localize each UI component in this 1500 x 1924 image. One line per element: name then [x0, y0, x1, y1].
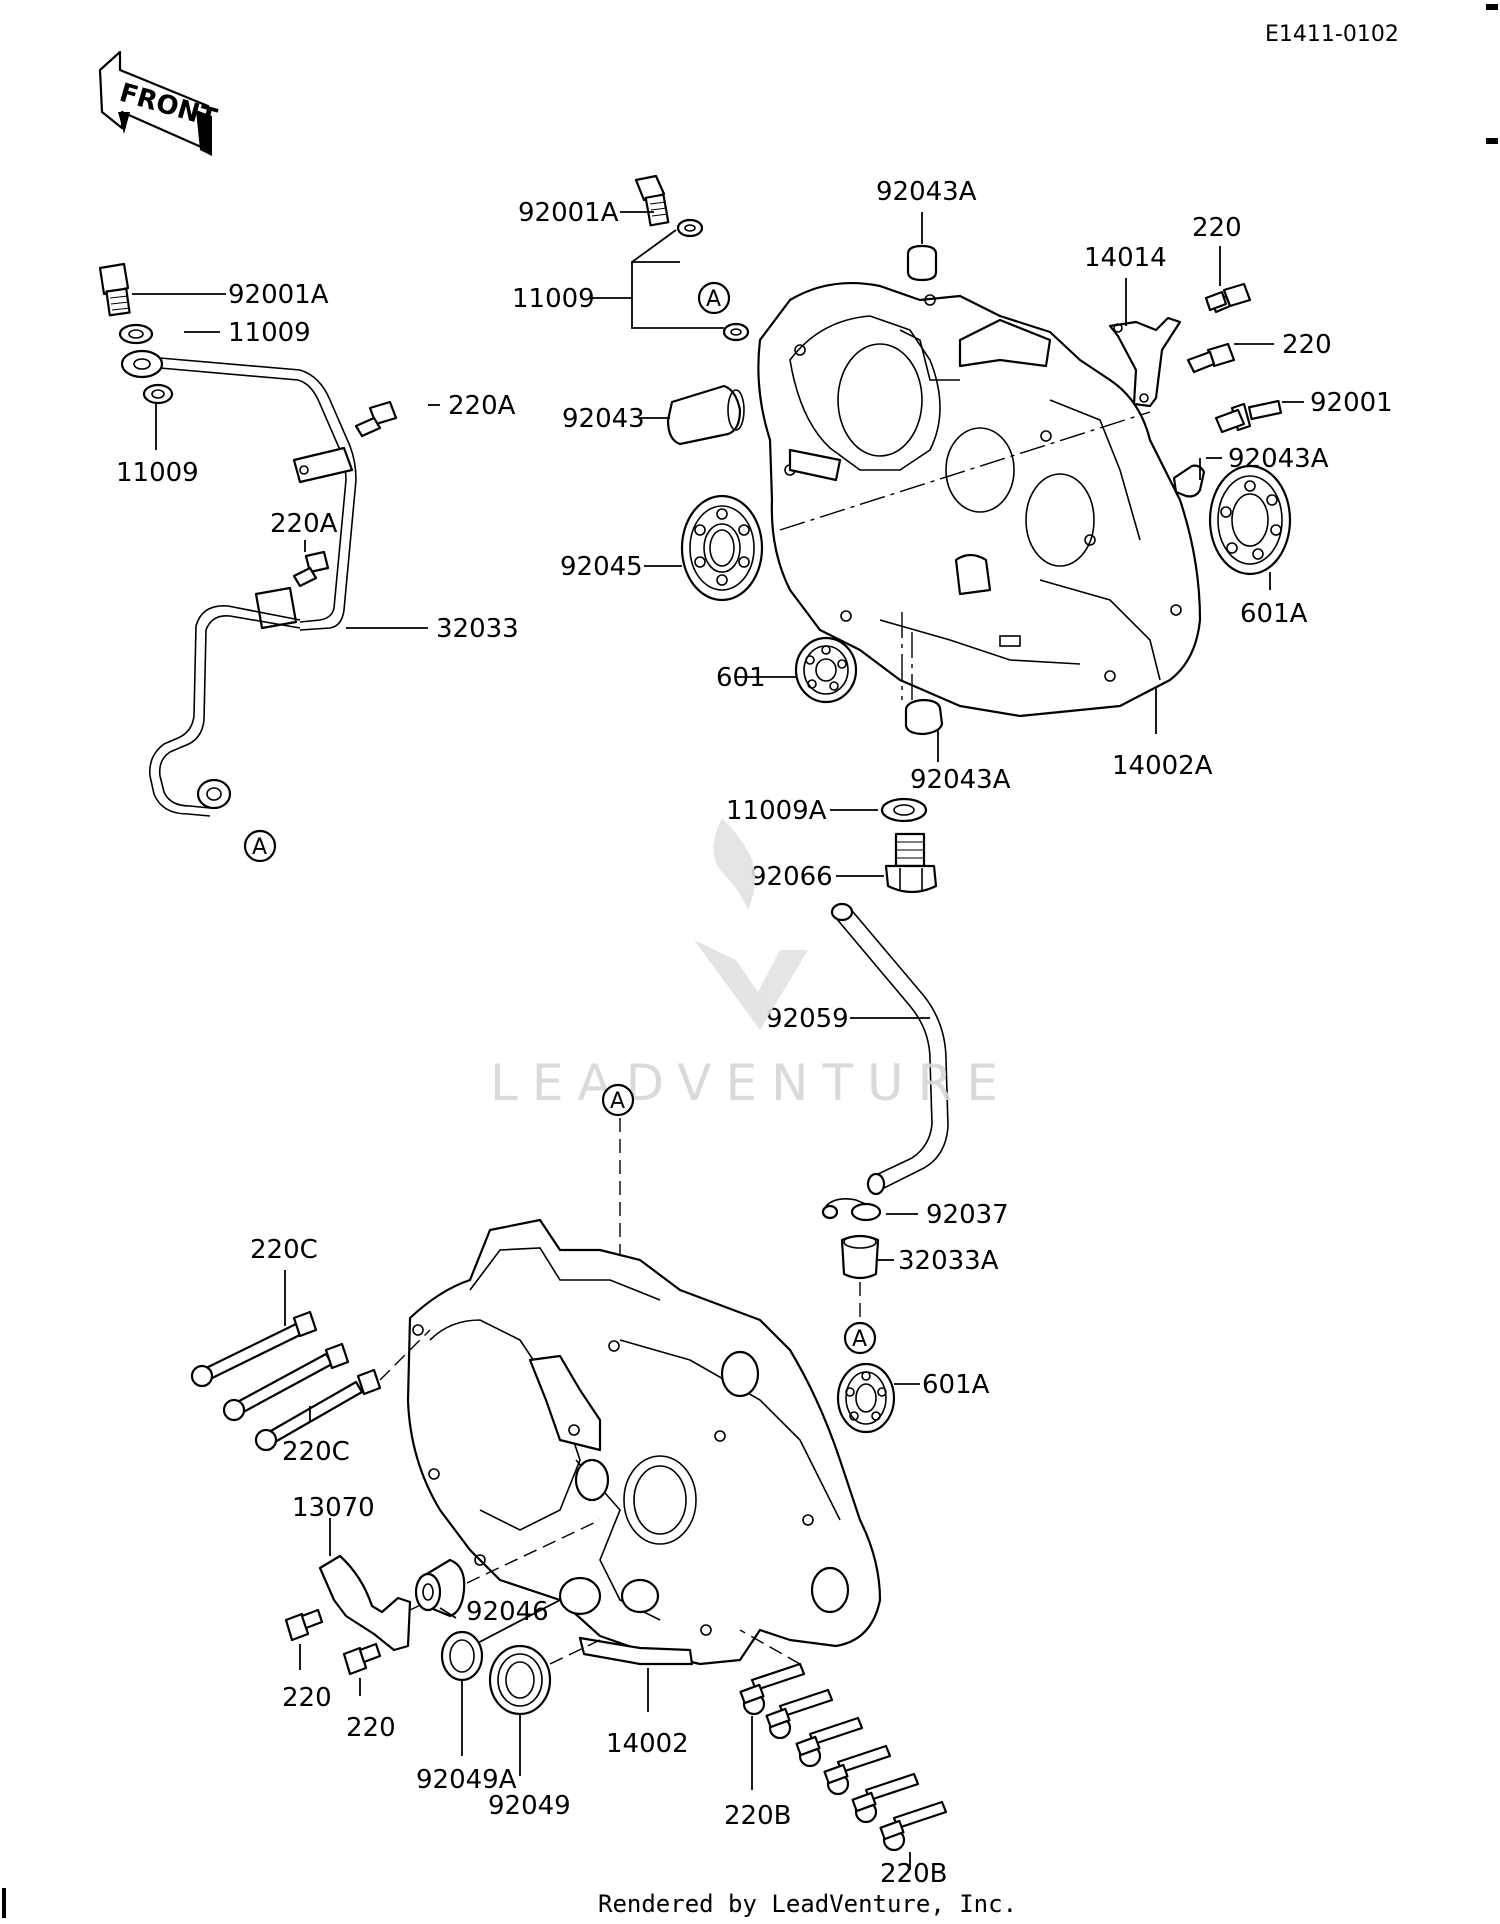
bearing-601a-bottom: [836, 1362, 896, 1434]
washer-11009a: [880, 797, 928, 823]
breather-hose-92059: [830, 902, 949, 1196]
label-220c-bottom: 220C: [282, 1437, 350, 1467]
washer-11009-bottom: [142, 383, 174, 405]
dowel-92043a-right: [1172, 464, 1206, 498]
ref-marker-a-pipe: [243, 829, 277, 863]
oil-seal-92049: [488, 1644, 552, 1716]
ref-marker-a-case-text: A: [706, 287, 721, 312]
ref-marker-a-grommet-text: A: [852, 1327, 867, 1352]
label-220a-lower: 220A: [270, 509, 338, 539]
screw-220-mid: [1186, 342, 1236, 374]
washer-11009-case-lower: [722, 322, 750, 342]
label-92049: 92049: [488, 1791, 571, 1821]
screw-220-left: [284, 1608, 324, 1642]
bolt-220b-2: [765, 1688, 834, 1740]
front-direction-badge: FRONT: [98, 50, 220, 156]
long-bolt-220c-3: [254, 1368, 382, 1452]
label-92066: 92066: [750, 862, 833, 892]
label-92043: 92043: [562, 404, 645, 434]
label-601: 601: [716, 663, 766, 693]
leadventure-watermark: LEADVENTURE: [490, 818, 1012, 1112]
label-220-left: 220: [282, 1683, 332, 1713]
footer-credit: Rendered by LeadVenture, Inc.: [598, 1890, 1017, 1918]
label-14002: 14002: [606, 1729, 689, 1759]
screw-220-top: [1204, 282, 1252, 314]
label-92001a-pipe: 92001A: [228, 280, 329, 310]
bolt-220b-6: [879, 1800, 948, 1852]
label-601a-top: 601A: [1240, 599, 1308, 629]
diagram-id: E1411-0102: [1265, 22, 1399, 47]
ref-marker-a-pipe-text: A: [252, 835, 267, 860]
bolt-220b-4: [823, 1744, 892, 1796]
label-92043a-top: 92043A: [876, 177, 977, 207]
label-11009a: 11009A: [726, 796, 827, 826]
drain-plug-92066: [884, 832, 938, 894]
long-bolt-220c-1: [190, 1310, 318, 1388]
label-601a-bottom: 601A: [922, 1370, 990, 1400]
label-92046: 92046: [466, 1597, 549, 1627]
label-220a-upper: 220A: [448, 391, 516, 421]
oil-pipe-assembly: 92001A 11009 11009 220A 220A: [98, 262, 519, 863]
bolt-220b-3: [795, 1716, 864, 1768]
dowel-92043a-top: [906, 244, 938, 282]
label-13070: 13070: [292, 1493, 375, 1523]
bearing-601: [794, 636, 858, 704]
washer-11009-top: [118, 323, 154, 345]
screw-220-right: [342, 1642, 382, 1676]
label-32033a: 32033A: [898, 1246, 999, 1276]
label-92049a: 92049A: [416, 1765, 517, 1795]
bolt-92001a-case: [634, 174, 670, 227]
ref-marker-a-lower: [601, 1083, 635, 1117]
label-32033: 32033: [436, 614, 519, 644]
screw-220a-lower: [292, 550, 330, 588]
banjo-bolt-92001a: [98, 262, 131, 317]
label-11009-case: 11009: [512, 284, 595, 314]
label-11009-bottom: 11009: [116, 458, 199, 488]
oil-seal-92049a: [440, 1630, 484, 1682]
bolts-220b: [739, 1662, 948, 1852]
label-220c-top: 220C: [250, 1235, 318, 1265]
dowel-92043a-bottom: [904, 698, 944, 736]
dowel-92043: [666, 384, 742, 446]
watermark-text: LEADVENTURE: [490, 1054, 1012, 1112]
bolt-220b-1: [739, 1662, 806, 1716]
corner-mark-bottom: [2, 1888, 6, 1918]
label-220-mid: 220: [1282, 330, 1332, 360]
label-92045: 92045: [560, 552, 643, 582]
ref-marker-a-grommet: [843, 1321, 877, 1355]
bracket-14014: [1108, 316, 1182, 408]
crankcase-half-14002: [406, 1218, 882, 1666]
label-92059: 92059: [766, 1004, 849, 1034]
label-92037: 92037: [926, 1200, 1009, 1230]
long-bolt-220c-2: [222, 1342, 350, 1422]
washer-11009-case-upper: [676, 218, 704, 238]
label-92043a-bottom: 92043A: [910, 765, 1011, 795]
screw-220a-upper: [354, 400, 398, 438]
label-220b-left: 220B: [724, 1801, 791, 1831]
clip-92037: [821, 1198, 882, 1222]
label-14002a: 14002A: [1112, 751, 1213, 781]
bracket-13070: [318, 1554, 412, 1652]
grommet-32033a: [840, 1234, 880, 1280]
bolt-92001: [1214, 399, 1283, 434]
label-220-top: 220: [1192, 213, 1242, 243]
bearing-601a-top: [1208, 464, 1292, 576]
label-220b-right: 220B: [880, 1859, 947, 1889]
label-11009-top: 11009: [228, 318, 311, 348]
label-92001: 92001: [1310, 388, 1393, 418]
ref-marker-a-lower-text: A: [610, 1089, 625, 1114]
label-92001a-case: 92001A: [518, 198, 619, 228]
bearing-92045: [680, 494, 764, 602]
crankcase-half-14002a: [757, 281, 1202, 718]
corner-mark-mid: [1486, 138, 1498, 144]
label-14014: 14014: [1084, 243, 1167, 273]
bolt-220b-5: [851, 1772, 920, 1824]
label-220-right: 220: [346, 1713, 396, 1743]
banjo-fitting-lower: [196, 778, 232, 810]
pipe-clamp-upper: [292, 446, 354, 484]
ref-marker-a-case: [697, 281, 731, 315]
corner-mark-top: [1486, 4, 1498, 10]
